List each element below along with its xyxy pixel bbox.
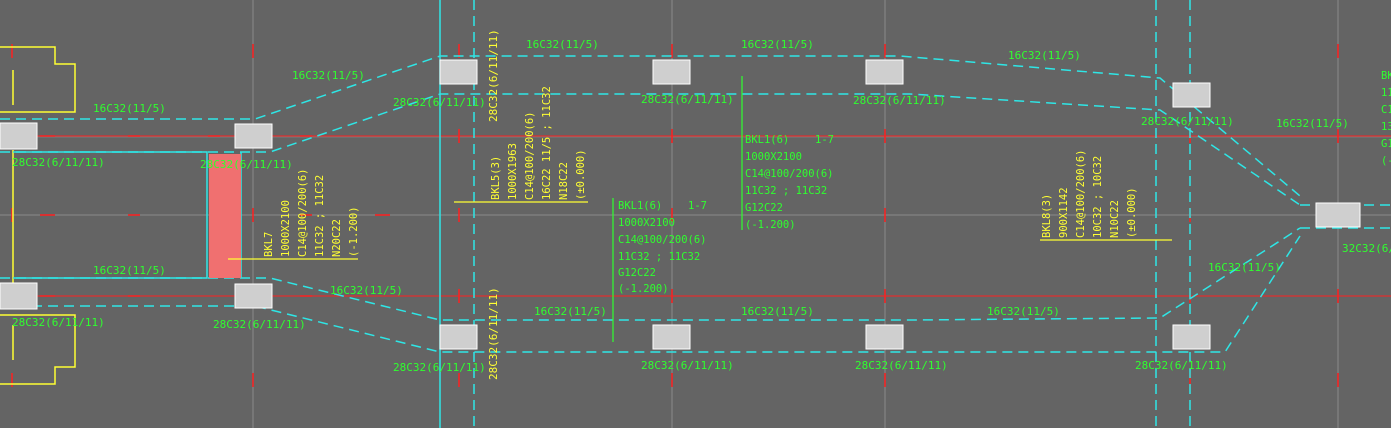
rebar-label: 28C32(6/11/11) — [393, 96, 486, 109]
span-marker: 1-7 — [815, 134, 834, 146]
pile-cap — [234, 283, 273, 309]
rebar-label: 16C32(11/5) — [987, 305, 1060, 318]
pile-cap — [865, 59, 904, 85]
rebar-label: 16C32(11/5) — [330, 284, 403, 297]
rebar-label: 16C32(11/5) — [526, 38, 599, 51]
beam-annotation-line: (-1.200) — [745, 219, 796, 231]
beam-annotation-bkl5[interactable]: BKL5(3) 1000X1963 C14@100/200(6) 16C22 1… — [490, 86, 587, 200]
pile-cap — [0, 122, 38, 150]
pile-cap — [1172, 324, 1211, 350]
rebar-label: 28C32(6/11/11) — [641, 93, 734, 106]
beam-annotation-line: 1000X2100 — [618, 217, 675, 229]
pile-cap — [865, 324, 904, 350]
rebar-label: 16C32(11/5) — [741, 305, 814, 318]
rebar-label: 28C32(6/11/11) — [641, 359, 734, 372]
beam-annotation-line: N10C22 — [1109, 200, 1121, 238]
span-marker: 1-7 — [688, 200, 707, 212]
pile-caps[interactable] — [0, 59, 1361, 350]
rebar-label: 16C32(11/5) — [1276, 117, 1349, 130]
beam-annotation-line: C14@100/200(6) — [297, 168, 309, 257]
vertical-rebar-labels: 28C32(6/11/11) 28C32(6/11/11) — [487, 29, 500, 380]
beam-annotation-line: C1 — [1381, 104, 1391, 116]
beam-annotation-line: N18C22 — [558, 162, 570, 200]
pile-cap — [234, 123, 273, 149]
beam-annotation-line: BKL1(6) — [745, 134, 789, 146]
beam-annotation-bkl8[interactable]: BKL8(3) 900X1142 C14@100/200(6) 10C32 ; … — [1041, 149, 1138, 238]
rebar-label: 28C32(6/11/11) — [1135, 359, 1228, 372]
beam-annotation-line: 1000X1963 — [507, 143, 519, 200]
beam-annotation-line: BKL1(6) — [618, 200, 662, 212]
rebar-labels: 16C32(11/5) 16C32(11/5) 16C32(11/5) 16C3… — [12, 38, 1391, 374]
beam-annotation-line: C14@100/200(6) — [524, 111, 536, 200]
axis-lines — [0, 135, 1391, 297]
beam-annotation-bkl1-upper[interactable]: BKL1(6) 1-7 1000X2100 C14@100/200(6) 11C… — [745, 134, 834, 231]
beam-annotation-line: C14@100/200(6) — [1075, 149, 1087, 238]
rebar-label: 28C32(6/11/11) — [12, 156, 105, 169]
pile-cap — [439, 324, 478, 350]
rebar-label: 32C32(6/13 — [1342, 242, 1391, 255]
beam-annotation-line: G1 — [1381, 138, 1391, 150]
beam-annotation-line: C14@100/200(6) — [618, 234, 707, 246]
pile-cap — [1172, 82, 1211, 108]
rebar-label: 16C32(11/5) — [93, 264, 166, 277]
beam-annotation-line: 900X1142 — [1058, 187, 1070, 238]
rebar-label: 16C32(11/5) — [1208, 261, 1281, 274]
beam-annotation-line: G12C22 — [618, 267, 656, 279]
beam-annotation-right-edge[interactable]: BK 110 C1 13 G1 (- — [1381, 70, 1391, 167]
beam-annotation-line: BKL5(3) — [490, 156, 502, 200]
beam-annotation-line: BKL7 — [263, 232, 275, 257]
beam-annotation-bkl7[interactable]: BKL7 1000X2100 C14@100/200(6) 11C32 ; 11… — [263, 168, 360, 257]
annotation-leaders — [228, 201, 1172, 260]
rebar-label: 28C32(6/11/11) — [487, 29, 500, 122]
beam-annotation-line: (±0.000) — [575, 149, 587, 200]
pile-cap — [652, 59, 691, 85]
beam-annotation-line: 11C32 ; 11C32 — [314, 175, 326, 257]
beam-annotation-line: 11C32 ; 11C32 — [618, 251, 700, 263]
beam-annotation-line: C14@100/200(6) — [745, 168, 834, 180]
rebar-label: 28C32(6/11/11) — [200, 158, 293, 171]
pile-cap — [0, 282, 38, 310]
highlight-block[interactable] — [209, 154, 241, 278]
rebar-label: 16C32(11/5) — [741, 38, 814, 51]
beam-annotation-line: 1000X2100 — [745, 151, 802, 163]
beam-annotation-line: BKL8(3) — [1041, 194, 1053, 238]
rebar-label: 16C32(11/5) — [1008, 49, 1081, 62]
rebar-label: 16C32(11/5) — [292, 69, 365, 82]
rebar-label: 28C32(6/11/11) — [1141, 115, 1234, 128]
beam-annotation-line: 110 — [1381, 87, 1391, 99]
beam-annotation-line: N20C22 — [331, 219, 343, 257]
annotation-leaders-green — [612, 76, 743, 342]
rebar-label: 28C32(6/11/11) — [855, 359, 948, 372]
pile-cap — [652, 324, 691, 350]
beam-annotation-line: (- — [1381, 155, 1391, 167]
beam-annotation-line: 1000X2100 — [280, 200, 292, 257]
rebar-label: 28C32(6/11/11) — [213, 318, 306, 331]
beam-annotation-line: (±0.000) — [1126, 187, 1138, 238]
beam-annotation-line: G12C22 — [745, 202, 783, 214]
beam-annotation-bkl1-lower[interactable]: BKL1(6) 1-7 1000X2100 C14@100/200(6) 11C… — [618, 200, 707, 295]
beam-annotation-line: 10C32 ; 10C32 — [1092, 156, 1104, 238]
rebar-label: 28C32(6/11/11) — [853, 94, 946, 107]
rebar-label: 28C32(6/11/11) — [12, 316, 105, 329]
wall-outline — [0, 46, 76, 385]
rebar-label: 16C32(11/5) — [93, 102, 166, 115]
beam-annotation-line: (-1.200) — [618, 283, 669, 295]
pile-cap — [439, 59, 478, 85]
beam-annotation-line: 16C22 11/5 ; 11C32 — [541, 86, 553, 200]
rebar-label: 16C32(11/5) — [534, 305, 607, 318]
rebar-label: 28C32(6/11/11) — [487, 287, 500, 380]
beam-annotation-line: 13 — [1381, 121, 1391, 133]
rebar-label: 28C32(6/11/11) — [393, 361, 486, 374]
beam-annotation-line: 11C32 ; 11C32 — [745, 185, 827, 197]
beam-annotation-line: BK — [1381, 70, 1391, 82]
beam-annotation-line: (-1.200) — [348, 206, 360, 257]
pile-cap — [1315, 202, 1361, 228]
